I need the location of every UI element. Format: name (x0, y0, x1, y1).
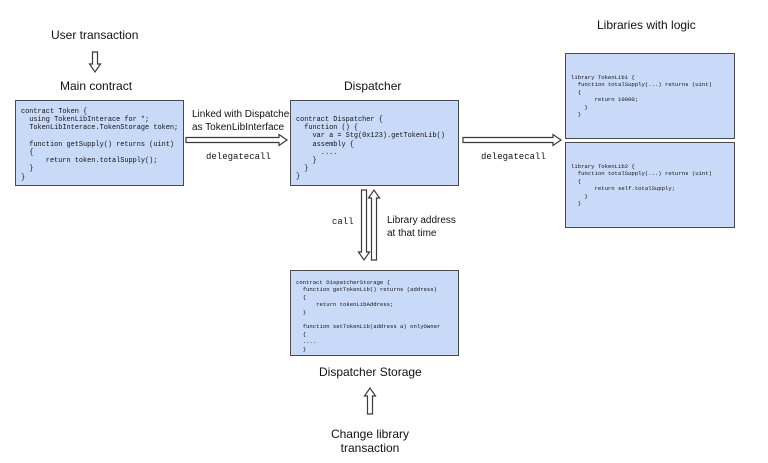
library-address-line2: at that time (387, 228, 437, 239)
change-library-transaction-label: Change library transaction (320, 427, 420, 455)
delegatecall-label-1: delegatecall (206, 152, 271, 162)
token-lib1-box: library TokenLib1 { function totalSupply… (565, 53, 735, 139)
dispatcher-storage-label: Dispatcher Storage (319, 365, 422, 379)
token-lib2-code: library TokenLib2 { function totalSupply… (571, 163, 712, 208)
dispatcher-storage-code: contract DispatcherStorage { function ge… (296, 279, 441, 353)
linked-with-dispatcher-label: Linked with Dispatcher as TokenLibInterf… (192, 108, 293, 134)
token-lib2-box: library TokenLib2 { function totalSupply… (565, 142, 735, 228)
delegatecall-label-2: delegatecall (481, 152, 546, 162)
library-address-line1: Library address (387, 215, 456, 226)
dispatcher-storage-box: contract DispatcherStorage { function ge… (290, 270, 459, 356)
main-contract-box: contract Token { using TokenLibInterace … (15, 100, 184, 186)
main-contract-label: Main contract (60, 79, 133, 93)
call-label: call (332, 217, 354, 227)
arrow-down-user-to-main (88, 51, 102, 74)
main-contract-code: contract Token { using TokenLibInterace … (21, 108, 179, 182)
arrow-right-dispatcher-to-libraries (462, 133, 563, 147)
library-address-label: Library address at that time (387, 214, 456, 240)
arrow-right-main-to-dispatcher (185, 133, 289, 147)
dispatcher-box: contract Dispatcher { function () { var … (290, 100, 459, 186)
token-lib1-code: library TokenLib1 { function totalSupply… (571, 74, 712, 119)
dispatcher-code: contract Dispatcher { function () { var … (296, 116, 445, 182)
linked-line1: Linked with Dispatcher (192, 109, 293, 120)
dispatcher-label: Dispatcher (344, 79, 402, 93)
arrow-up-library-address (367, 188, 381, 261)
change-library-line2: transaction (340, 441, 400, 455)
arrow-up-change-library (363, 386, 377, 415)
change-library-line1: Change library (330, 427, 410, 441)
arrow-down-call (357, 189, 371, 262)
linked-line2: as TokenLibInterface (192, 122, 285, 133)
libraries-with-logic-label: Libraries with logic (597, 18, 696, 32)
user-transaction-label: User transaction (51, 28, 139, 42)
